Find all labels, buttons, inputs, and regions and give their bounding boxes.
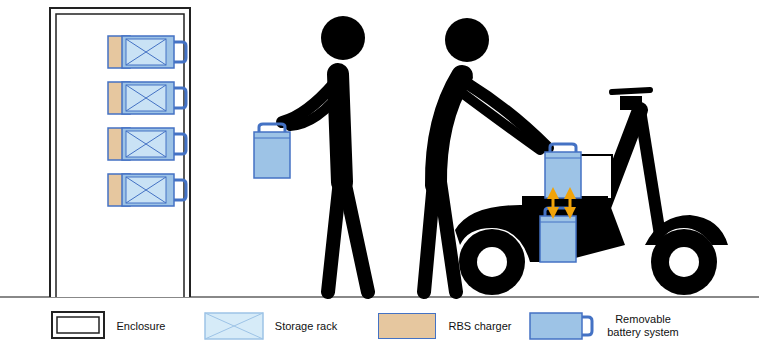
battery-installed xyxy=(540,208,576,262)
legend-label: Removable battery system xyxy=(598,313,688,339)
swap-arrows xyxy=(553,193,570,213)
battery-carried xyxy=(254,124,290,178)
person-swapping-battery xyxy=(424,18,548,292)
legend-label: RBS charger xyxy=(444,320,516,333)
scooter xyxy=(455,90,728,295)
legend-battery-swatch xyxy=(530,313,592,339)
legend-label: Storage rack xyxy=(270,320,342,333)
legend-swatch xyxy=(378,313,436,339)
legend-label: Enclosure xyxy=(110,320,172,333)
enclosure xyxy=(50,8,190,297)
person-carrying-battery xyxy=(282,16,368,292)
legend-enclosure-swatch xyxy=(52,312,104,338)
legend-rack-swatch xyxy=(205,313,263,339)
battery-new xyxy=(545,144,581,198)
